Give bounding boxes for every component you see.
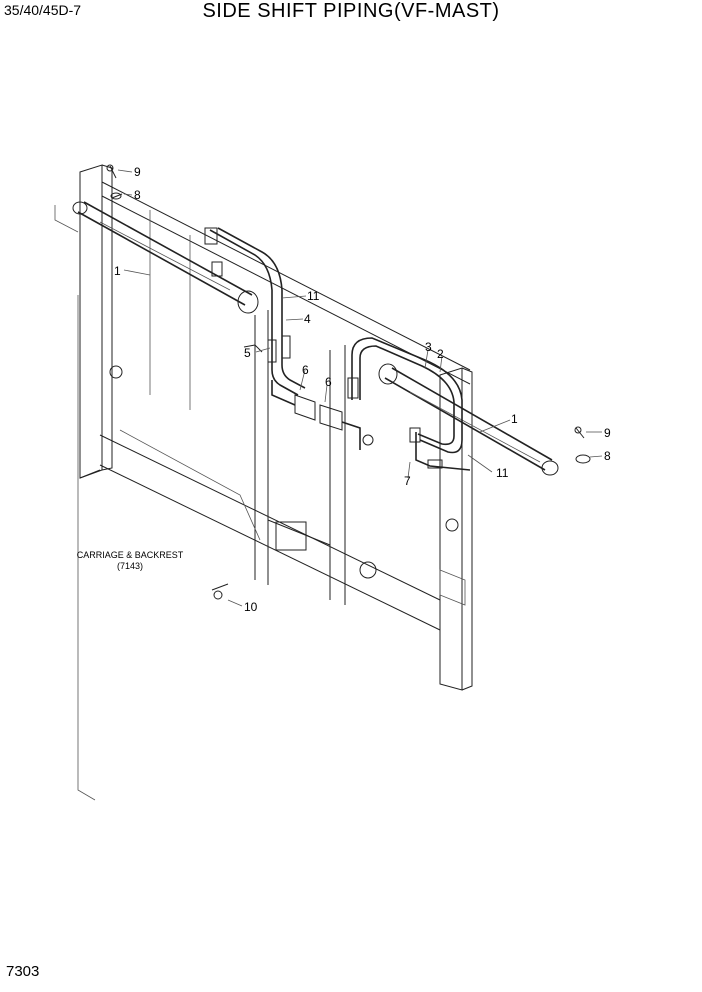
callouts: 9 8 1 11 4 5 6 6 3 2 1 9 8 11 7 10 <box>114 165 611 614</box>
reference-label: CARRIAGE & BACKREST (7143) <box>77 550 184 571</box>
callout-9-left: 9 <box>134 165 141 179</box>
model-code: 35/40/45D-7 <box>4 2 82 18</box>
callout-6-right: 6 <box>325 375 332 389</box>
valve-blocks <box>271 380 374 450</box>
page-title: SIDE SHIFT PIPING(VF-MAST) <box>202 0 500 22</box>
page-number: 7303 <box>6 963 40 980</box>
leader-lines <box>117 169 603 607</box>
callout-4: 4 <box>304 312 311 326</box>
reference-code: (7143) <box>117 561 143 571</box>
callout-7: 7 <box>404 474 411 488</box>
callout-2: 2 <box>437 347 444 361</box>
callout-6-left: 6 <box>302 363 309 377</box>
right-cylinder <box>378 363 559 476</box>
callout-10: 10 <box>244 600 258 614</box>
pins-bolts <box>106 164 591 600</box>
callout-11-top: 11 <box>307 289 320 303</box>
callout-8-right: 8 <box>604 449 611 463</box>
callout-9-right: 9 <box>604 426 611 440</box>
left-cylinder <box>72 201 259 314</box>
callout-1-left: 1 <box>114 264 121 278</box>
hoses-right <box>347 337 471 471</box>
callout-3: 3 <box>425 340 432 354</box>
callout-5: 5 <box>244 346 251 360</box>
callout-1-right: 1 <box>511 412 518 426</box>
reference-title: CARRIAGE & BACKREST <box>77 550 184 560</box>
callout-11-bottom: 11 <box>496 466 509 480</box>
hoses-left <box>204 227 306 396</box>
callout-8-left: 8 <box>134 188 141 202</box>
